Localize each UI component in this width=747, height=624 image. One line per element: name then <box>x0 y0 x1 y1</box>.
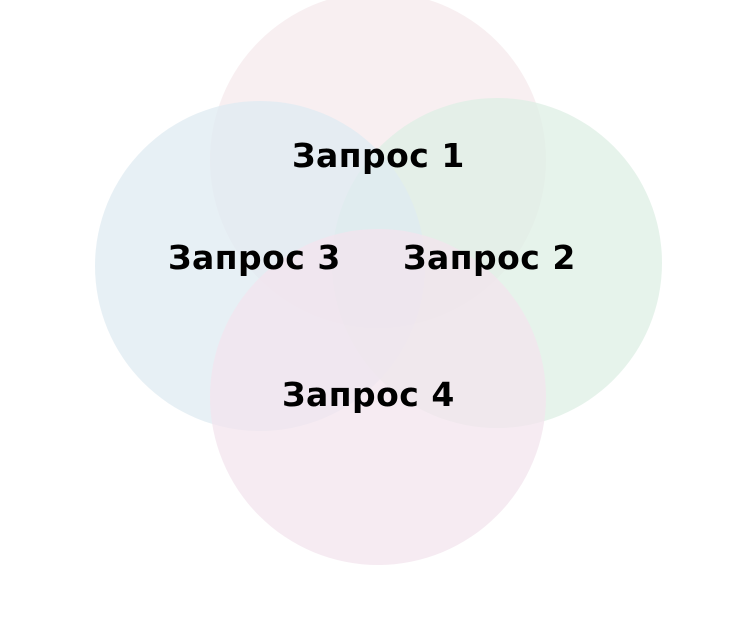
label-zapros-4: Запрос 4 <box>282 375 455 414</box>
label-zapros-1: Запрос 1 <box>292 136 465 175</box>
label-zapros-3: Запрос 3 <box>168 238 341 277</box>
label-zapros-2: Запрос 2 <box>403 238 576 277</box>
circle-zapros-4 <box>210 229 546 565</box>
